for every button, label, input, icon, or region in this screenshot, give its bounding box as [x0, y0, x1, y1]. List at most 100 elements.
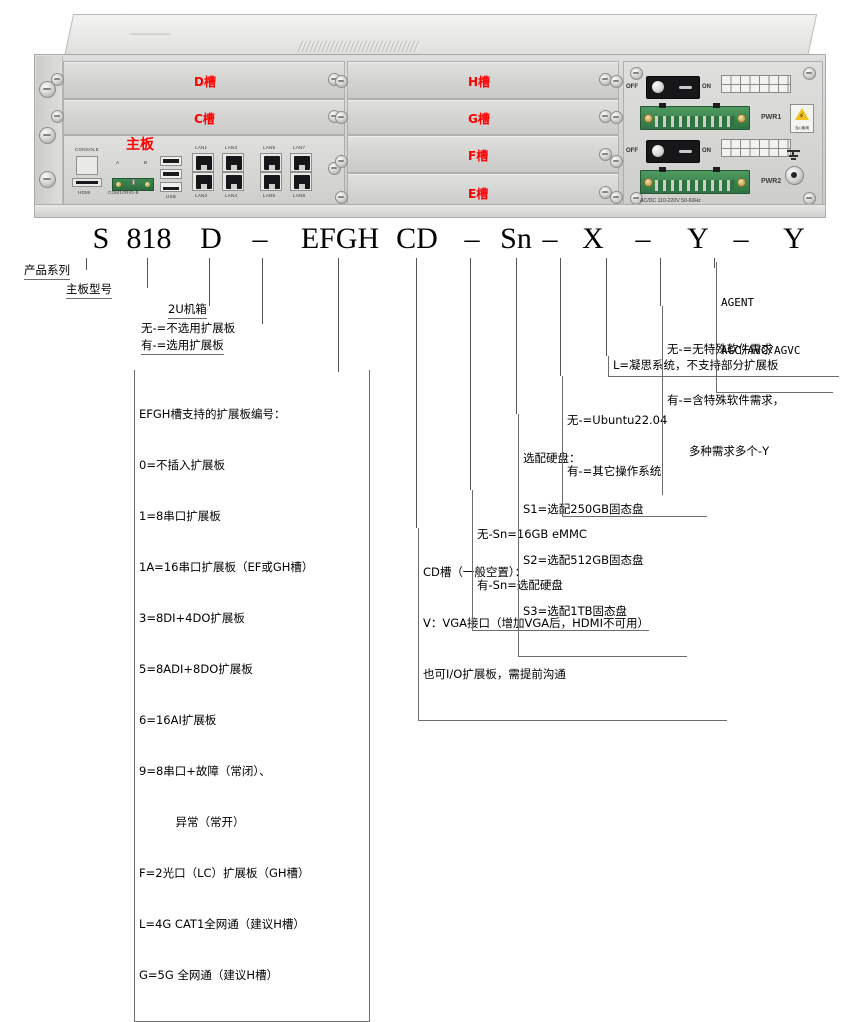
- slot-g-plate: G槽: [347, 99, 619, 135]
- code-token-model: 818: [126, 222, 172, 255]
- lan5-port[interactable]: [260, 153, 282, 172]
- annotation-os-item-1: 有-=其它操作系统: [567, 464, 662, 478]
- lan7-port[interactable]: [290, 153, 312, 172]
- annotation-sn-item-0: 无-Sn=16GB eMMC: [477, 527, 587, 541]
- annotation-software-block: 无-=无特殊软件需求 有-=含特殊软件需求， 多种需求多个-Y: [662, 306, 841, 495]
- power2-dip-switch[interactable]: [721, 139, 791, 157]
- chassis-base-rail: [34, 204, 826, 218]
- console-port[interactable]: [76, 156, 98, 175]
- hdmi-caption: HDMI: [78, 190, 91, 195]
- lan8-port[interactable]: [290, 172, 312, 191]
- ground-terminal[interactable]: [785, 166, 804, 185]
- mid-screw: [610, 75, 623, 88]
- lan3-port[interactable]: [222, 153, 244, 172]
- annotation-cd-title: CD槽（一般空置）：: [423, 565, 527, 579]
- usb-port-3[interactable]: [160, 182, 182, 192]
- terminal-pin: [132, 179, 135, 185]
- rail-screw: [39, 171, 56, 188]
- code-token-dash-4: –: [635, 222, 651, 255]
- lan8-caption: LAN8: [293, 193, 306, 198]
- slot-g-label: G槽: [468, 112, 490, 126]
- rail-screw: [39, 127, 56, 144]
- panel-screw: [803, 67, 816, 80]
- hdmi-port[interactable]: [72, 178, 102, 187]
- lan4-port[interactable]: [222, 172, 244, 191]
- slot-screw: [599, 148, 612, 161]
- mid-screw: [335, 75, 348, 88]
- mid-screw: [335, 111, 348, 124]
- leader-line: [86, 258, 87, 270]
- code-token-dash-1: –: [252, 222, 268, 255]
- annotation-disk-block: 选配硬盘： S1=选配250GB固态盘 S2=选配512GB固态盘 S3=选配1…: [518, 414, 687, 657]
- mid-screw: [335, 155, 348, 168]
- mid-screw: [610, 111, 623, 124]
- annotation-efgh-item-1: 1=8串口扩展板: [139, 509, 221, 523]
- code-token-y1: Y: [687, 222, 709, 255]
- code-token-x: X: [582, 222, 604, 255]
- annotation-efgh-item-9: L=4G CAT1全网通（建议H槽）: [139, 917, 305, 931]
- panel-screw: [630, 67, 643, 80]
- warning-caption: 当心触电: [794, 126, 810, 130]
- power2-on-label: ON: [702, 148, 711, 154]
- lan2-port[interactable]: [192, 172, 214, 191]
- annotation-expansion-none: 无-=不选用扩展板: [141, 321, 236, 335]
- usb-port-1[interactable]: [160, 156, 182, 166]
- slot-d-label: D槽: [194, 75, 216, 89]
- pwr1-label: PWR1: [761, 114, 782, 121]
- power1-on-label: ON: [702, 84, 711, 90]
- lan1-caption: LAN1: [195, 145, 208, 150]
- power2-switch[interactable]: [646, 140, 700, 163]
- com-irigb-terminal[interactable]: [112, 178, 154, 191]
- annotation-os-note: L=凝思系统，不支持部分扩展板: [608, 356, 839, 377]
- ground-symbol-icon: [783, 150, 803, 162]
- leader-line: [470, 258, 471, 490]
- code-token-chassis: D: [200, 222, 222, 255]
- power1-switch[interactable]: [646, 76, 700, 99]
- slot-f-plate: F槽: [347, 135, 619, 173]
- annotation-efgh-item-6: 9=8串口+故障（常闭）、: [139, 764, 271, 778]
- code-token-dash-5: –: [733, 222, 749, 255]
- pwr1-connector[interactable]: [640, 103, 750, 130]
- lan1-port[interactable]: [192, 153, 214, 172]
- annotation-efgh-item-3: 3=8DI+4DO扩展板: [139, 611, 245, 625]
- slot-screw: [51, 73, 64, 86]
- mid-screw: [610, 191, 623, 204]
- leader-line: [338, 258, 339, 372]
- annotation-software-item-2: 多种需求多个-Y: [667, 444, 770, 458]
- slot-h-plate: H槽: [347, 61, 619, 99]
- leader-line: [516, 258, 517, 414]
- lan2-caption: LAN2: [195, 193, 208, 198]
- pwr2-connector[interactable]: [640, 167, 750, 194]
- annotation-os-block: 无-=Ubuntu22.04 有-=其它操作系统: [562, 376, 707, 517]
- annotation-os-item-0: 无-=Ubuntu22.04: [567, 413, 668, 427]
- annotation-disk-item-1: S2=选配512GB固态盘: [523, 553, 644, 567]
- annotation-expansion-yes: 有-=选用扩展板: [141, 337, 224, 355]
- annotation-cd-item-1: 也可I/O扩展板，需提前沟通: [423, 667, 566, 681]
- annotation-agent-block: AGENT AGC/AVC/AGVC: [716, 262, 833, 393]
- lan6-caption: LAN6: [263, 193, 276, 198]
- annotation-software-item-0: 无-=无特殊软件需求: [667, 342, 773, 356]
- annotation-disk-item-0: S1=选配250GB固态盘: [523, 502, 644, 516]
- code-token-series: S: [92, 222, 110, 255]
- power1-dip-switch[interactable]: [721, 75, 791, 93]
- code-token-dash-2: –: [464, 222, 480, 255]
- annotation-efgh-item-7: 异常（常开）: [139, 815, 245, 829]
- leader-line: [560, 258, 561, 376]
- console-caption: CONSOLE: [75, 147, 99, 152]
- slot-h-label: H槽: [468, 75, 491, 89]
- annotation-efgh-block: EFGH槽支持的扩展板编号： 0=不插入扩展板 1=8串口扩展板 1A=16串口…: [134, 370, 370, 1022]
- lan6-port[interactable]: [260, 172, 282, 191]
- code-token-sn: Sn: [500, 222, 532, 255]
- leader-line: [660, 258, 661, 306]
- slot-screw: [51, 110, 64, 123]
- annotation-disk-title: 选配硬盘：: [523, 451, 581, 465]
- leader-line: [262, 258, 263, 324]
- annotation-efgh-title: EFGH槽支持的扩展板编号：: [139, 407, 286, 421]
- annotation-agent-title: AGENT: [721, 296, 755, 309]
- lan7-caption: LAN7: [293, 145, 306, 150]
- usb-port-2[interactable]: [160, 169, 182, 179]
- power1-off-label: OFF: [626, 84, 638, 90]
- slot-c-label: C槽: [194, 112, 215, 126]
- lan4-caption: LAN4: [225, 193, 238, 198]
- device-rear-panel-photo: D槽 C槽 主板 CONSOLE HDMI A B COM1/IRIG-B: [34, 14, 826, 219]
